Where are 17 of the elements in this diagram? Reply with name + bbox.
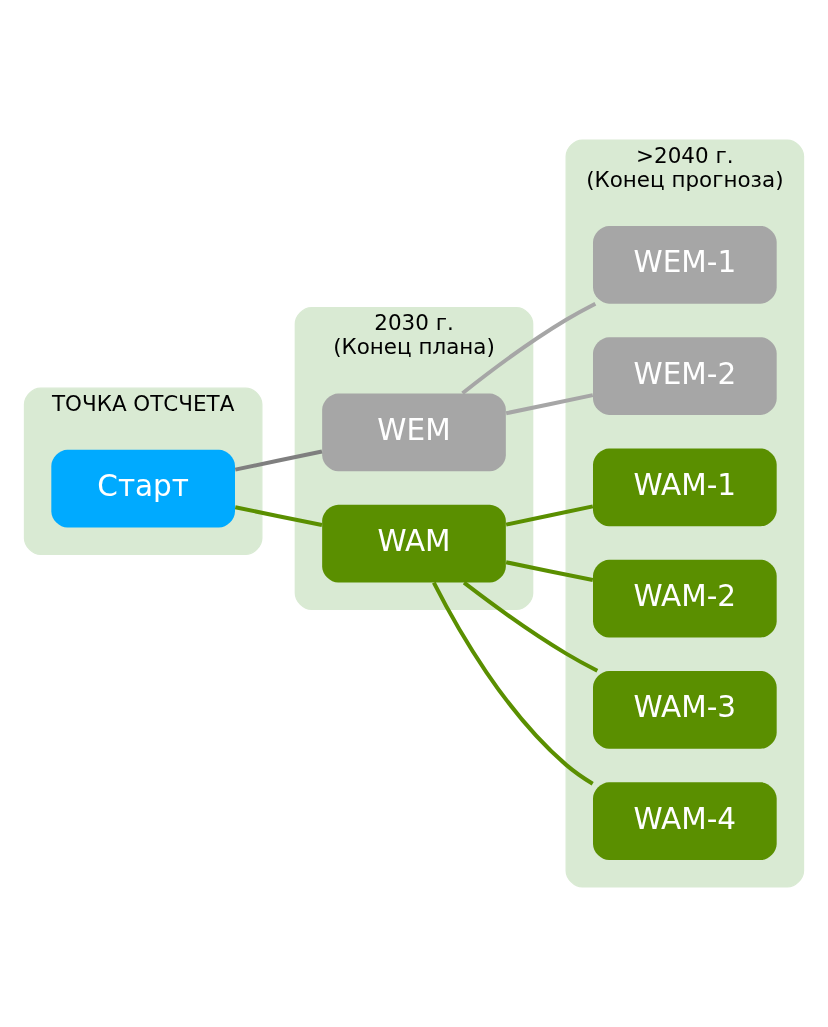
node-box: WEM-2 bbox=[593, 337, 777, 415]
node-box: WEM bbox=[322, 393, 506, 472]
connector bbox=[505, 393, 594, 416]
connector bbox=[432, 581, 594, 786]
connector bbox=[234, 505, 323, 528]
connector bbox=[505, 504, 594, 527]
connector bbox=[462, 581, 599, 673]
node-box: Старт bbox=[51, 449, 235, 528]
node-box: WAM-3 bbox=[593, 671, 777, 749]
node-box: WAM-4 bbox=[593, 782, 777, 861]
node-box: WEM-1 bbox=[593, 225, 777, 304]
connector bbox=[234, 449, 323, 472]
connector bbox=[505, 560, 594, 582]
node-box: WAM-1 bbox=[593, 448, 777, 527]
connector bbox=[461, 301, 597, 395]
node-box: WAM bbox=[322, 504, 506, 583]
node-box: WAM-2 bbox=[593, 559, 777, 638]
